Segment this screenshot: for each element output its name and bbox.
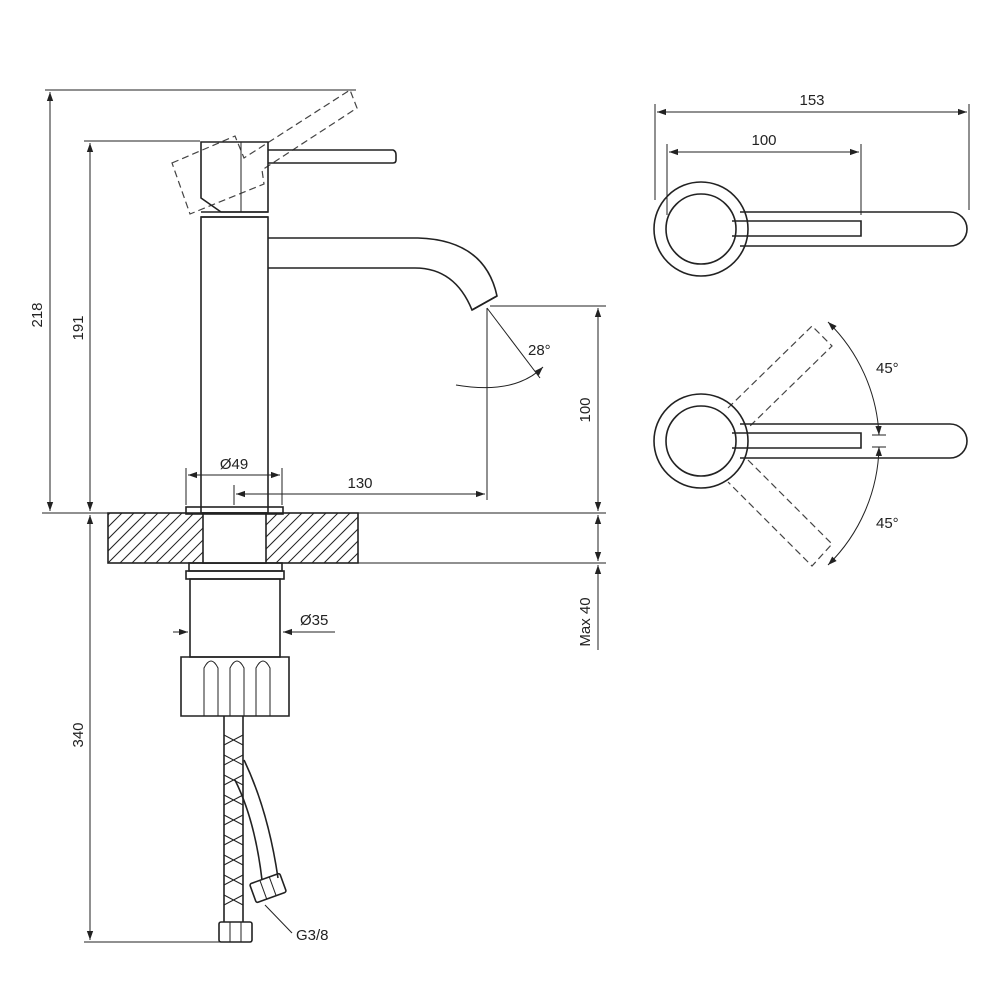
dim-body-diameter: Ø49 (220, 456, 248, 473)
top-view: 153 100 (653, 92, 970, 277)
dim-spout-clearance: 100 (577, 397, 594, 422)
counter-hatch-line (311, 516, 358, 563)
mounting-nut (180, 562, 290, 717)
dim-rotation-up: 45° (876, 360, 899, 377)
dim-top-width: 153 (799, 92, 824, 109)
counter-hatch-line (131, 513, 183, 563)
counter-hatch-line (108, 513, 159, 563)
counter-hatch-line (299, 513, 351, 563)
counter-hatch-line (372, 513, 422, 563)
dim-total-height: 218 (29, 302, 46, 327)
counter-hatch-line (408, 513, 458, 563)
dim-max-counter: Max 40 (577, 597, 594, 646)
counter-hatch-line (155, 513, 207, 563)
spout (268, 237, 498, 312)
lever-handle (200, 141, 397, 218)
counter-hatch-line (263, 513, 315, 563)
counter-hatch-line (335, 540, 358, 563)
counter-hatch-line (108, 513, 135, 540)
dim-top-lever-reach: 100 (751, 132, 776, 149)
counter-hatch-line (108, 513, 111, 516)
counter-hatch-line (347, 552, 358, 563)
dim-shank-diameter: Ø35 (300, 612, 328, 629)
dim-reach: 130 (347, 475, 372, 492)
rotation-view: 45° 45° (653, 321, 968, 567)
dim-under-counter: 340 (70, 722, 87, 747)
dim-body-height: 191 (70, 315, 87, 340)
counter-top (107, 506, 458, 564)
counter-hatch-line (360, 513, 410, 563)
supply-hoses (218, 716, 287, 943)
counter-hatch-line (396, 513, 446, 563)
counter-hatch-line (323, 528, 358, 563)
dim-handle-angle: 28° (528, 342, 551, 359)
side-view: 218 191 340 Ø49 130 28° (29, 89, 606, 944)
counter-hatch-line (108, 513, 123, 528)
counter-hatch-line (384, 513, 434, 563)
counter-hatch-line (108, 513, 147, 552)
side-dimensions: 218 191 340 Ø49 130 28° (29, 89, 606, 944)
counter-hatch-line (287, 513, 339, 563)
counter-hatch-line (143, 513, 195, 563)
counter-hatch-line (119, 513, 171, 563)
dim-rotation-down: 45° (876, 515, 899, 532)
counter-hatch-line (275, 513, 327, 563)
dim-thread: G3/8 (296, 927, 329, 944)
lever-raised-outline (171, 89, 358, 215)
